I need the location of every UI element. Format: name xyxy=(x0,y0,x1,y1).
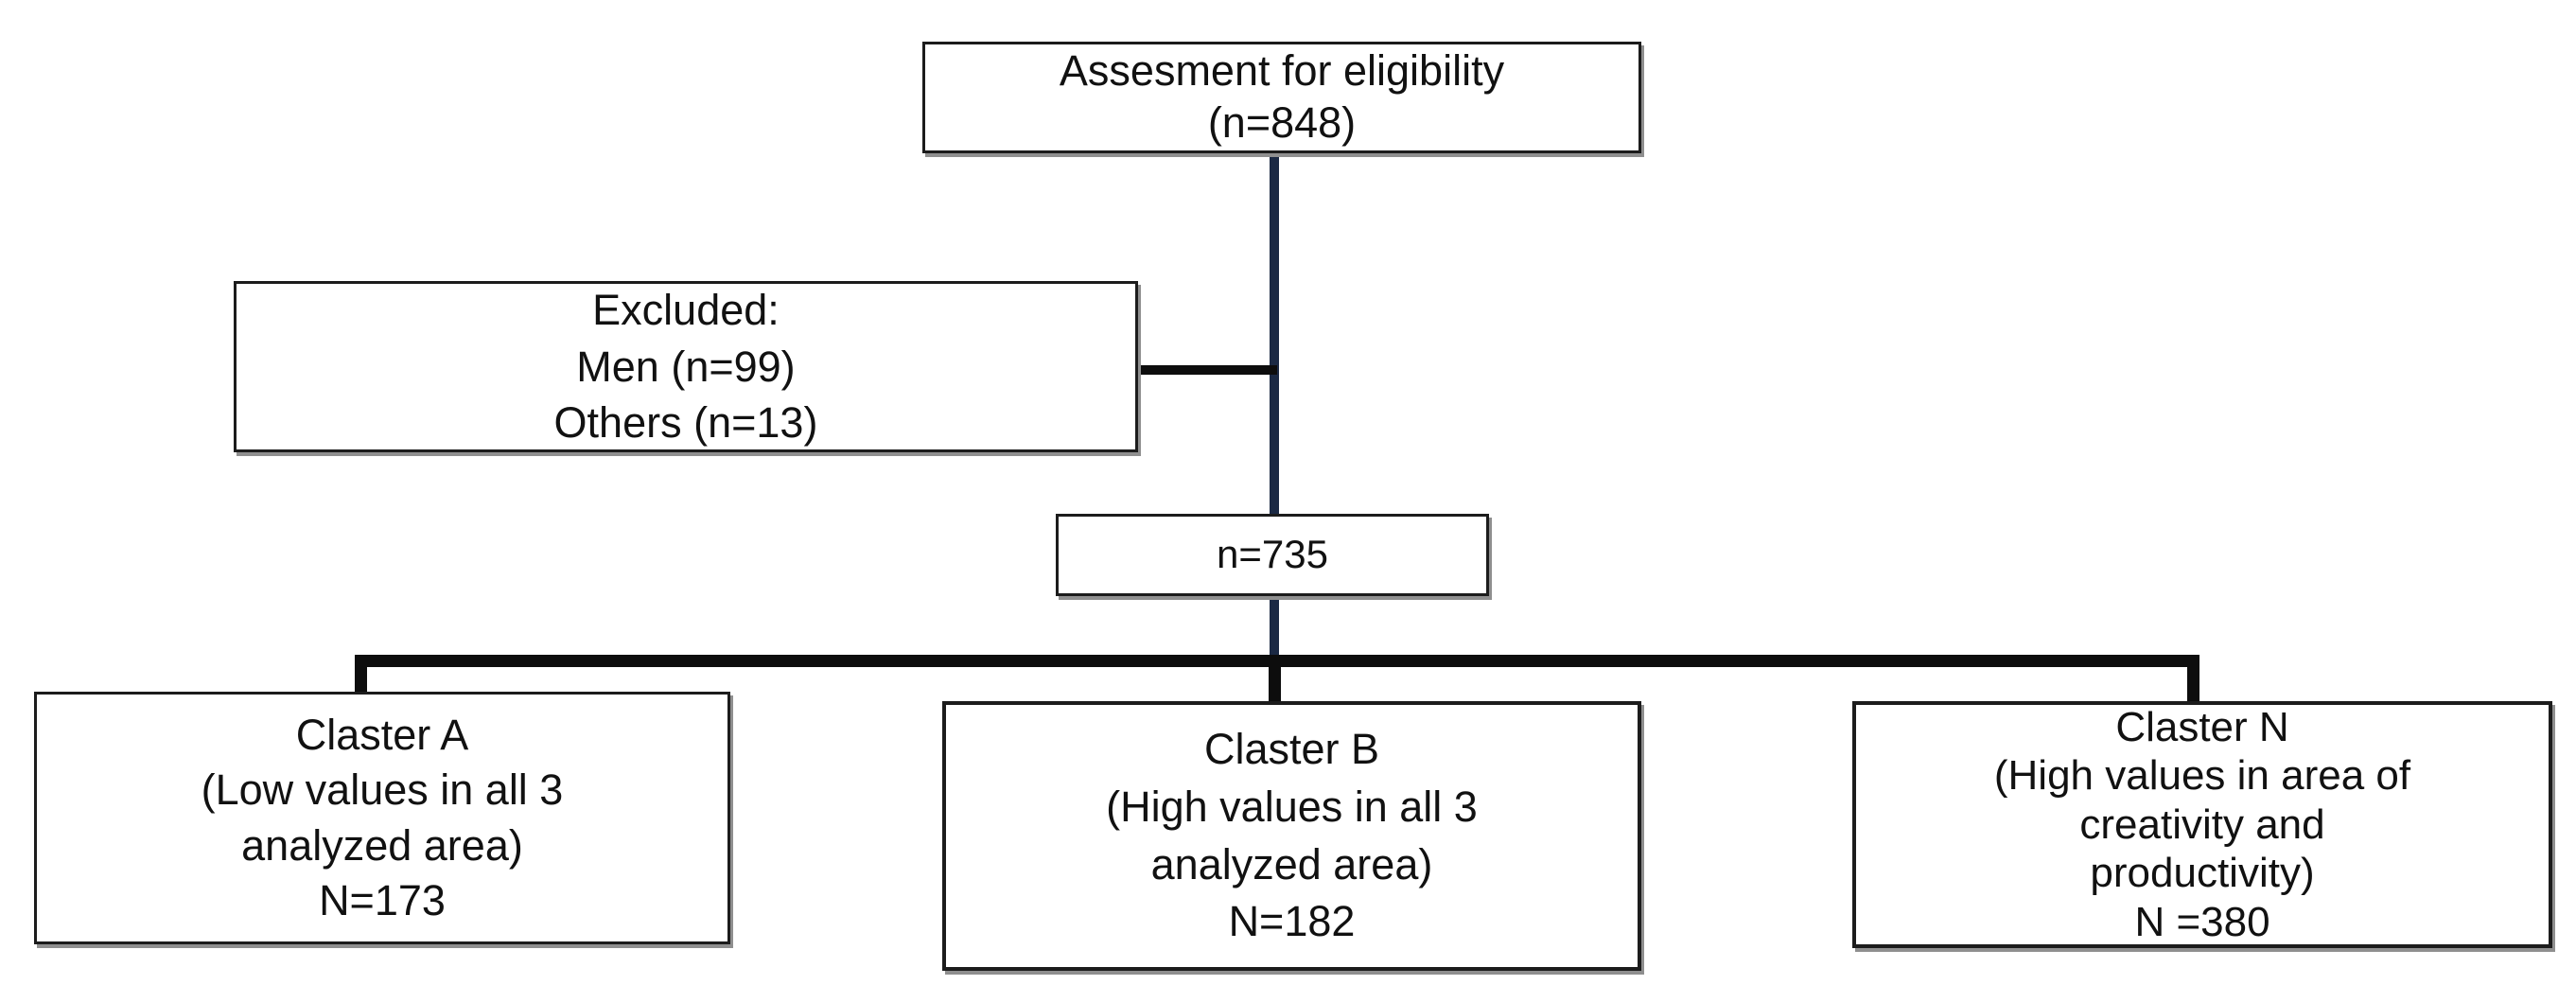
connector-drop-cluster-a xyxy=(355,655,367,695)
excluded-box: Excluded: Men (n=99) Others (n=13) xyxy=(234,281,1138,452)
cluster-b-box: Claster B (High values in all 3 analyzed… xyxy=(942,701,1641,971)
cluster-b-text: Claster B (High values in all 3 analyzed… xyxy=(1106,725,1478,946)
connector-assessment-to-n735 xyxy=(1270,151,1279,516)
cluster-a-box: Claster A (Low values in all 3 analyzed … xyxy=(34,692,730,944)
assessment-text: Assesment for eligibility (n=848) xyxy=(1059,46,1505,147)
cluster-n-box: Claster N (High values in area of creati… xyxy=(1852,701,2552,948)
connector-branch-horizontal xyxy=(355,655,2199,667)
after-exclusion-box: n=735 xyxy=(1056,514,1489,596)
assessment-box: Assesment for eligibility (n=848) xyxy=(922,42,1641,153)
cluster-a-text: Claster A (Low values in all 3 analyzed … xyxy=(201,710,564,925)
cluster-n-text: Claster N (High values in area of creati… xyxy=(1993,703,2411,945)
connector-drop-cluster-n xyxy=(2187,662,2199,704)
connector-drop-cluster-b xyxy=(1269,662,1281,704)
connector-n735-to-branch xyxy=(1270,594,1279,662)
after-exclusion-text: n=735 xyxy=(1217,532,1328,577)
connector-excluded-horizontal xyxy=(1137,365,1277,375)
excluded-text: Excluded: Men (n=99) Others (n=13) xyxy=(553,285,818,448)
